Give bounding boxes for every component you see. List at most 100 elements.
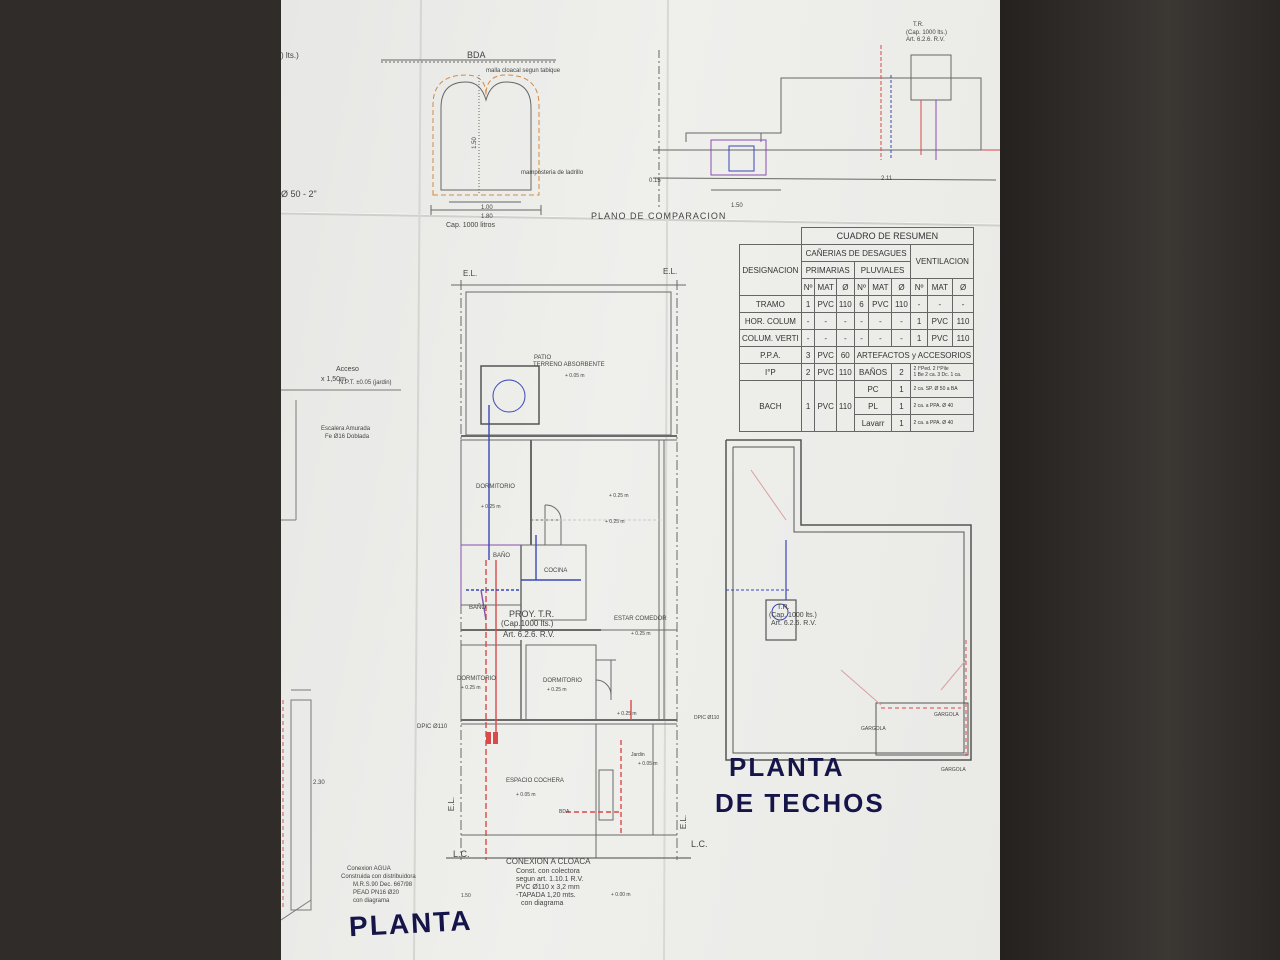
lc-label-right: L.C.	[691, 839, 708, 849]
gargola-2: GARGOLA	[861, 726, 886, 732]
dim-211: 2.11	[881, 176, 893, 182]
roof-art: Art. 6.2.6. R.V.	[771, 620, 817, 627]
bda-label: BDA	[467, 50, 486, 60]
escalera-label: Escalera Amurada	[321, 426, 371, 432]
dim-015: 0.15	[649, 178, 661, 184]
agua-line-3: PEAD PN16 Ø20	[353, 890, 400, 896]
col-diam: Ø	[952, 278, 975, 296]
dormitorio-2: DORMITORIO	[457, 676, 496, 682]
col-diam: Ø	[891, 278, 912, 296]
level-dorm-2: + 0.25 m	[461, 685, 481, 691]
header-pluviales: PLUVIALES	[853, 261, 912, 279]
cochera-label: ESPACIO COCHERA	[506, 778, 564, 784]
level-dorm-1: + 0.25 m	[481, 504, 501, 510]
plano-comparacion-label: PLANO DE COMPARACION	[591, 211, 727, 221]
gargola-3: GARGOLA	[941, 767, 966, 773]
planta-title: PLANTA	[348, 904, 474, 943]
header-designacion: DESIGNACION	[739, 244, 802, 296]
tr-top-cap: (Cap. 1000 lts.)	[906, 30, 948, 36]
cocina-label: COCINA	[544, 568, 568, 574]
agua-line-1: Construida con distribuidora	[341, 874, 416, 880]
table-title: CUADRO DE RESUMEN	[800, 227, 975, 245]
tr-top-art: Art. 6.2.6. R.V.	[906, 37, 945, 43]
bano-label-2: BAÑO	[469, 605, 487, 611]
acceso-label: Acceso	[336, 366, 359, 373]
dormitorio-1: DORMITORIO	[476, 484, 515, 490]
agua-line-2: M.R.S.90 Dec. 667/98	[353, 882, 413, 888]
patio-label: PATIO	[534, 355, 552, 361]
dim-150b: 1.50	[731, 203, 743, 209]
dim-230: 2.30	[313, 780, 325, 786]
el-label-top-left: E.L.	[463, 269, 478, 278]
roof-cap: (Cap. 1000 lts.)	[769, 612, 817, 619]
conexion-agua: Conexion AGUA	[347, 866, 391, 872]
planta-techos-title-2: DE TECHOS	[715, 788, 885, 818]
col-n: Nº	[910, 278, 928, 296]
level-patio-2: + 0.25 m	[609, 493, 629, 499]
malla-label: malla cloacal segun tabique	[486, 68, 561, 74]
header-canerias: CAÑERIAS DE DESAGUES	[800, 244, 912, 262]
estar-label: ESTAR COMEDOR	[614, 616, 667, 622]
terreno-label: TERRENO ABSORBENTE	[533, 362, 605, 368]
agua-line-4: con diagrama	[353, 898, 390, 904]
dim-100: 1.00	[481, 205, 493, 211]
dim-150c: 1.50	[461, 893, 471, 899]
cloaca-line-1: Const. con colectora	[516, 868, 580, 875]
level-terreno: + 0.05 m	[565, 373, 585, 379]
dpic-label: DPIC Ø110	[417, 724, 448, 730]
background-strip	[1000, 0, 1280, 960]
tr-top: T.R.	[913, 22, 924, 28]
bano-label: BAÑO	[493, 553, 511, 559]
mamposteria-label: mamposteria de ladrillo	[521, 170, 584, 176]
diam-label: Ø 50 - 2"	[281, 189, 317, 199]
lc-label-left: L.C.	[453, 849, 470, 859]
dim-180: 1.80	[481, 214, 493, 220]
level-hall: + 0.25 m	[617, 711, 637, 717]
tank-capacity: Cap. 1000 litros	[446, 222, 496, 229]
col-mat: MAT	[868, 278, 893, 296]
cuadro-resumen-table: CUADRO DE RESUMEN DESIGNACION CAÑERIAS D…	[739, 227, 975, 432]
level-acera: + 0.00 m	[611, 892, 631, 898]
cloaca-line-5: con diagrama	[521, 900, 564, 907]
col-mat: MAT	[926, 278, 954, 296]
dim-150: 1.50	[471, 137, 478, 149]
blueprint-sheet: ) lts.) BDA malla cloacal segun tabique …	[281, 0, 1000, 960]
header-primarias: PRIMARIAS	[800, 261, 855, 279]
cloaca-line-4: -TAPADA 1,20 mts.	[516, 892, 576, 899]
acceso-dim: x 1,50m	[321, 376, 346, 383]
roof-tr: T.R.	[777, 604, 790, 611]
cloaca-line-3: PVC Ø110 x 3,2 mm	[516, 884, 580, 891]
proy-art: Art. 6.2.6. R.V.	[503, 630, 555, 639]
bda-lower: BDA	[559, 809, 570, 815]
cloaca-line-2: segun art. 1.10.1 R.V.	[516, 876, 584, 883]
el-label-bottom-left: E.L.	[447, 796, 457, 812]
planta-techos-title-1: PLANTA	[729, 752, 845, 782]
level-jardin: + 0.05 m	[638, 761, 658, 767]
level-estar: + 0.25 m	[631, 631, 651, 637]
el-label-top-right: E.L.	[663, 267, 678, 276]
level-patio-3: + 0.25 m	[605, 519, 625, 525]
gargola-1: GARGOLA	[934, 712, 959, 718]
col-n: Nº	[853, 278, 870, 296]
npt-jardin: N.P.T. ±0.05 (jardin)	[339, 380, 392, 386]
col-n: Nº	[800, 278, 816, 296]
escalera-fe: Fe Ø16 Doblada	[325, 434, 370, 440]
proy-cap: (Cap.1000 lts.)	[501, 619, 554, 628]
proy-tr: PROY. T.R.	[509, 609, 555, 619]
header-ventilacion: VENTILACION	[910, 244, 975, 279]
drawing-linework	[281, 0, 1000, 960]
level-cochera: + 0.05 m	[516, 792, 536, 798]
dormitorio-3: DORMITORIO	[543, 678, 582, 684]
el-label-bottom-right: E.L.	[679, 814, 689, 830]
col-diam: Ø	[835, 278, 855, 296]
col-mat: MAT	[814, 278, 837, 296]
top-left-fragment: ) lts.)	[281, 51, 299, 60]
level-dorm-3: + 0.25 m	[547, 687, 567, 693]
